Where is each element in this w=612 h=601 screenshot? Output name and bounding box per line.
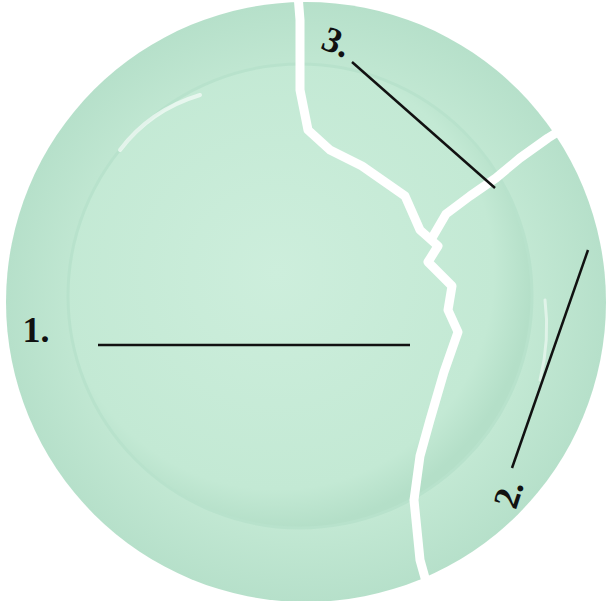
plate-rim [6,2,606,601]
answer-line [352,62,495,188]
callout-number: 1. [23,312,50,348]
plate-crack [298,0,458,601]
answer-line [512,250,588,468]
plate-well [68,64,532,528]
plate-crack [432,112,590,238]
answer-line [98,344,410,347]
plate-highlight [120,95,200,150]
